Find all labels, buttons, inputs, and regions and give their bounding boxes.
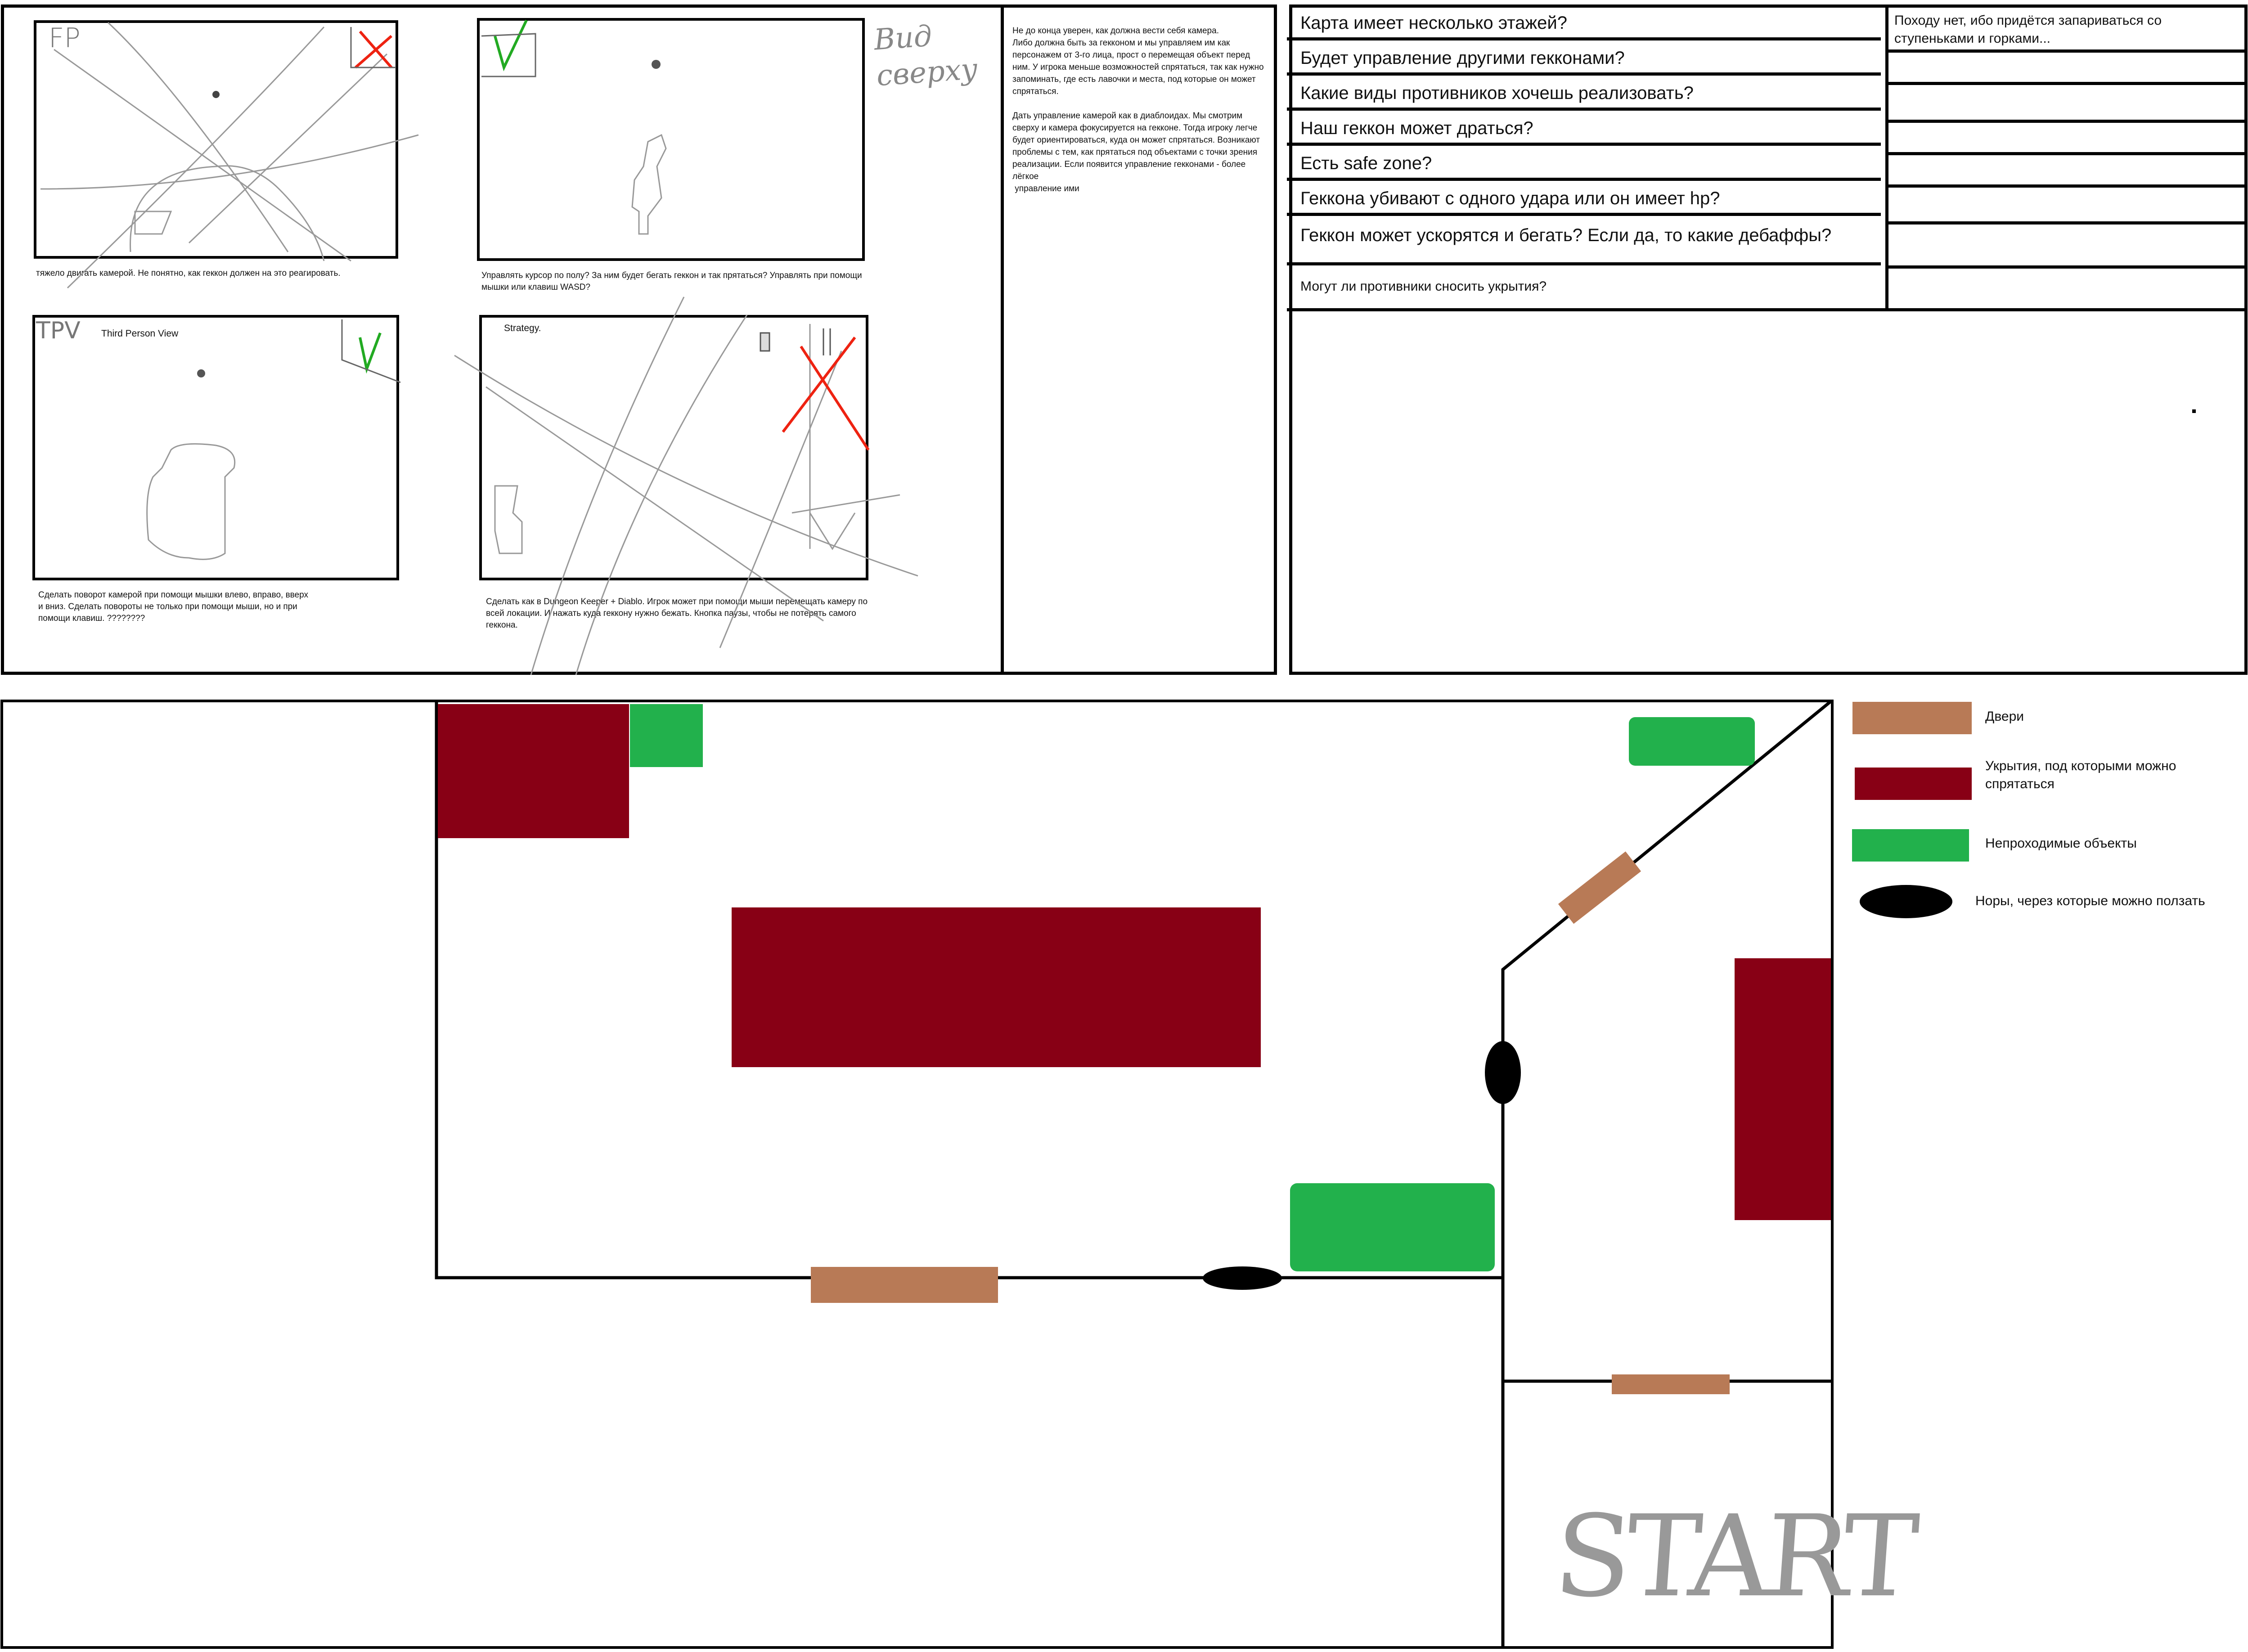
legend-burrow-swatch bbox=[1860, 885, 1952, 918]
answer-grid bbox=[1888, 221, 2246, 224]
map-door bbox=[1558, 851, 1641, 924]
legend-label: Норы, через которые можно ползать bbox=[1975, 893, 2205, 908]
sketch-strategy-label: Strategy. bbox=[504, 323, 541, 333]
answer-grid bbox=[1888, 49, 2246, 53]
camera-notes: Не до конца уверен, как должна вести себ… bbox=[1012, 26, 1264, 193]
sketch-tpv-frame bbox=[32, 315, 399, 580]
start-label: START bbox=[1550, 1491, 1917, 1622]
sketch-topdown-caption: Управлять курсор по полу? За ним будет б… bbox=[481, 271, 862, 292]
question-row: Будет управление другими гекконами? bbox=[1287, 40, 1881, 76]
strategy-icons bbox=[760, 328, 831, 355]
tpv-approve-mark bbox=[359, 332, 382, 374]
map-burrow bbox=[1203, 1266, 1282, 1290]
map-door bbox=[1612, 1374, 1730, 1394]
sketch-panel bbox=[1, 4, 1277, 675]
fp-gecko-dot bbox=[212, 91, 220, 98]
strategy-reject-mark bbox=[782, 337, 870, 451]
question-row: Карта имеет несколько этажей? bbox=[1287, 5, 1881, 40]
fp-sketch-strokes bbox=[40, 22, 419, 289]
sketch-topdown-frame bbox=[477, 18, 865, 261]
map-burrow bbox=[1485, 1041, 1521, 1104]
question-text: Наш геккон может драться? bbox=[1300, 118, 1533, 138]
answer-grid bbox=[1888, 184, 2246, 188]
legend-label: Двери bbox=[1985, 709, 2024, 724]
legend-cover-swatch bbox=[1855, 768, 1972, 800]
strategy-sketch-strokes bbox=[454, 296, 918, 675]
tpv-gecko-dot bbox=[197, 369, 205, 377]
topdown-mark-box bbox=[481, 33, 536, 77]
sketch-fp-tag: FP bbox=[49, 22, 81, 54]
answer-grid bbox=[1888, 82, 2246, 85]
question-row: Наш геккон может драться? bbox=[1287, 111, 1881, 146]
map-cover bbox=[1735, 958, 1831, 1220]
tpv-mark-box bbox=[341, 319, 401, 383]
question-text: Какие виды противников хочешь реализоват… bbox=[1300, 83, 1694, 103]
stray-dot bbox=[2192, 409, 2196, 413]
topdown-gecko-dot bbox=[652, 60, 661, 69]
answer-cell: Походу нет, ибо придётся запариваться со… bbox=[1890, 5, 2241, 53]
questions-divider bbox=[1885, 4, 1888, 311]
question-row: Геккона убивают с одного удара или он им… bbox=[1287, 181, 1881, 216]
legend-door-swatch bbox=[1852, 702, 1972, 734]
fp-mark-box bbox=[350, 27, 396, 68]
sketch-fp-caption: тяжело двигать камерой. Не понятно, как … bbox=[36, 269, 341, 278]
question-row: Геккон может ускорятся и бегать? Если да… bbox=[1287, 216, 1881, 265]
map-obstacle bbox=[630, 704, 703, 767]
fp-reject-mark bbox=[355, 31, 393, 69]
question-text: Карта имеет несколько этажей? bbox=[1300, 13, 1567, 33]
answer-grid bbox=[1289, 308, 2248, 311]
map-door bbox=[811, 1267, 998, 1303]
sketch-tpv-label: Third Person View bbox=[101, 328, 179, 339]
sketch-tpv-caption: Сделать поворот камерой при помощи мышки… bbox=[38, 590, 308, 623]
question-row: Какие виды противников хочешь реализоват… bbox=[1287, 76, 1881, 111]
legend-obstacle-swatch bbox=[1852, 829, 1969, 862]
map-cover bbox=[732, 907, 1261, 1067]
sketch-tpv-tag: TPV bbox=[36, 317, 81, 344]
question-text: Могут ли противники сносить укрытия? bbox=[1300, 279, 1547, 294]
question-row: Есть safe zone? bbox=[1287, 146, 1881, 181]
sketch-strategy-caption: Сделать как в Dungeon Keeper + Diablo. И… bbox=[486, 597, 868, 630]
question-text: Геккона убивают с одного удара или он им… bbox=[1300, 189, 1720, 208]
map-cover bbox=[438, 704, 629, 838]
sketch-fp-frame bbox=[34, 20, 398, 259]
answer-grid bbox=[1888, 120, 2246, 123]
sketch-panel-divider bbox=[1001, 4, 1004, 675]
legend-label: Укрытия, под которыми можно спрятаться bbox=[1985, 759, 2176, 791]
question-text: Есть safe zone? bbox=[1300, 153, 1432, 173]
map-outer-frame bbox=[0, 700, 1834, 1649]
question-text: Будет управление другими гекконами? bbox=[1300, 48, 1625, 68]
answer-text: Походу нет, ибо придётся запариваться со… bbox=[1894, 13, 2162, 46]
answer-grid bbox=[1888, 152, 2246, 155]
answer-grid bbox=[1888, 265, 2246, 269]
topdown-approve-mark bbox=[494, 19, 528, 72]
legend-label: Непроходимые объекты bbox=[1985, 836, 2137, 851]
question-text: Геккон может ускорятся и бегать? Если да… bbox=[1300, 225, 1832, 245]
questions-panel bbox=[1289, 4, 2248, 675]
map-obstacle bbox=[1629, 717, 1755, 766]
topdown-gecko-outline bbox=[631, 134, 667, 235]
tpv-gecko-outline bbox=[146, 443, 236, 560]
map-obstacle bbox=[1290, 1183, 1495, 1271]
